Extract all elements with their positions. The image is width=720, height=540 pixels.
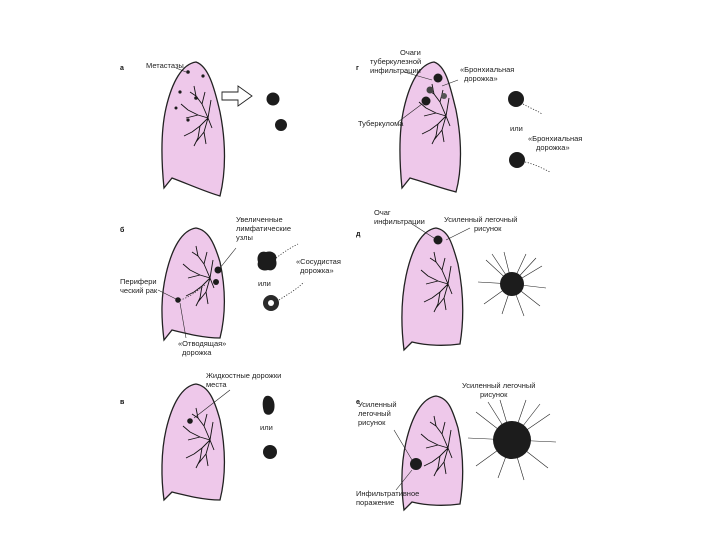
panel-a-nodule-1 [266, 92, 280, 106]
panel-v-nodule-2 [263, 445, 277, 459]
panel-e-spiculated-mass [467, 399, 557, 481]
panel-b-lung [161, 227, 226, 342]
panel-b-vascular-label-2: дорожка» [300, 266, 334, 275]
panel-b-nodes-label-1: Увеличенные [236, 215, 283, 224]
panel-b-tumor [175, 297, 181, 303]
panel-b-or-label: или [258, 279, 271, 288]
panel-e-lung [401, 395, 464, 512]
panel-v-label-2: места [206, 380, 227, 389]
panel-d-letter: д [356, 231, 361, 238]
panel-a-nodule-2 [275, 119, 287, 131]
panel-d-lung [401, 227, 464, 352]
panel-b-letter: б [120, 226, 125, 234]
panel-g-lung [399, 61, 462, 193]
panel-g-letter: г [356, 65, 359, 72]
panel-e-infiltrative-label-1: Инфильтративное [356, 489, 419, 498]
panel-g-or-label: или [510, 124, 523, 133]
panel-d: д Очаг инфильтрации Усиленный легочный р… [356, 208, 547, 352]
panel-a-arrow [221, 85, 253, 107]
panel-b-node-1 [214, 266, 222, 274]
panel-g-foci-label-3: инфильтрации [370, 66, 421, 75]
panel-g-tuberculoma [421, 96, 431, 106]
panel-a-letter: а [120, 65, 124, 72]
panel-g-bronchial-label-1: «Бронхиальная [528, 134, 582, 143]
panel-g-nodule-2 [509, 152, 525, 168]
panel-d-lymph-label-2: рисунок [474, 224, 502, 233]
panel-b-node-2 [213, 279, 219, 285]
panel-e-pattern-label-3: рисунок [358, 418, 386, 427]
panel-e-infiltrative-label-2: поражение [356, 498, 394, 507]
panel-g-foci-label-1: Очаги [400, 48, 421, 57]
panel-d-focus [433, 235, 443, 245]
panel-b-tumor-1 [257, 251, 277, 271]
panel-v-nodule-1 [262, 395, 275, 415]
panel-g: г Очаги туберкулезной инфильтрации Тубер… [356, 48, 582, 193]
panel-b-cancer-label-2: ческий рак [120, 286, 158, 295]
panel-g-drainage-label-1: «Бронхиальная [460, 65, 514, 74]
panel-g-tuberculoma-label: Туберкулома [358, 119, 404, 128]
panel-e-lung-label-2: рисунок [480, 390, 508, 399]
panel-a-metastases [174, 70, 205, 122]
panel-d-focus-label-1: Очаг [374, 208, 391, 217]
panel-g-foci-label-2: туберкулезной [370, 57, 421, 66]
panel-e-letter: е [356, 399, 360, 406]
panel-g-bronchial-label-2: дорожка» [536, 143, 570, 152]
panel-v-cavity [187, 418, 193, 424]
panel-a: а Метастазы [120, 61, 287, 197]
panel-v-letter: в [120, 399, 125, 406]
panel-g-nodule-1 [508, 91, 524, 107]
panel-e-infiltrate [410, 458, 422, 470]
panel-b-lymph-label-1: «Отводящая» [178, 339, 226, 348]
panel-b-nodes-label-2: лимфатические [236, 224, 291, 233]
panel-e: е Усиленный легочный рисунок Инфильтрати… [356, 381, 557, 512]
panel-g-foci [426, 73, 447, 99]
panel-a-lung [161, 61, 226, 197]
panel-v: в Жидкостные дорожки места или [120, 371, 281, 502]
panel-a-metastases-label: Метастазы [146, 61, 184, 70]
panel-b-cancer-label-1: Перифери [120, 277, 157, 286]
panel-d-focus-label-2: инфильтрации [374, 217, 425, 226]
panel-d-lymph-label-1: Усиленный легочный [444, 215, 517, 224]
panel-e-pattern-label-1: Усиленный [358, 400, 397, 409]
panel-v-label-1: Жидкостные дорожки [206, 371, 281, 380]
panel-v-or-label: или [260, 423, 273, 432]
panel-b-lymph-label-2: дорожка [182, 348, 212, 357]
panel-e-lung-label-1: Усиленный легочный [462, 381, 535, 390]
panel-b-vascular-label-1: «Сосудистая [296, 257, 341, 266]
panel-b: б Увеличенные лимфатические узлы Перифер… [120, 215, 341, 357]
panel-b-nodes-label-3: узлы [236, 233, 253, 242]
panel-v-lung [161, 383, 226, 502]
panel-e-pattern-label-2: легочный [358, 409, 391, 418]
panel-g-drainage-label-2: дорожка» [464, 74, 498, 83]
panel-d-spiculated-mass [477, 251, 547, 317]
